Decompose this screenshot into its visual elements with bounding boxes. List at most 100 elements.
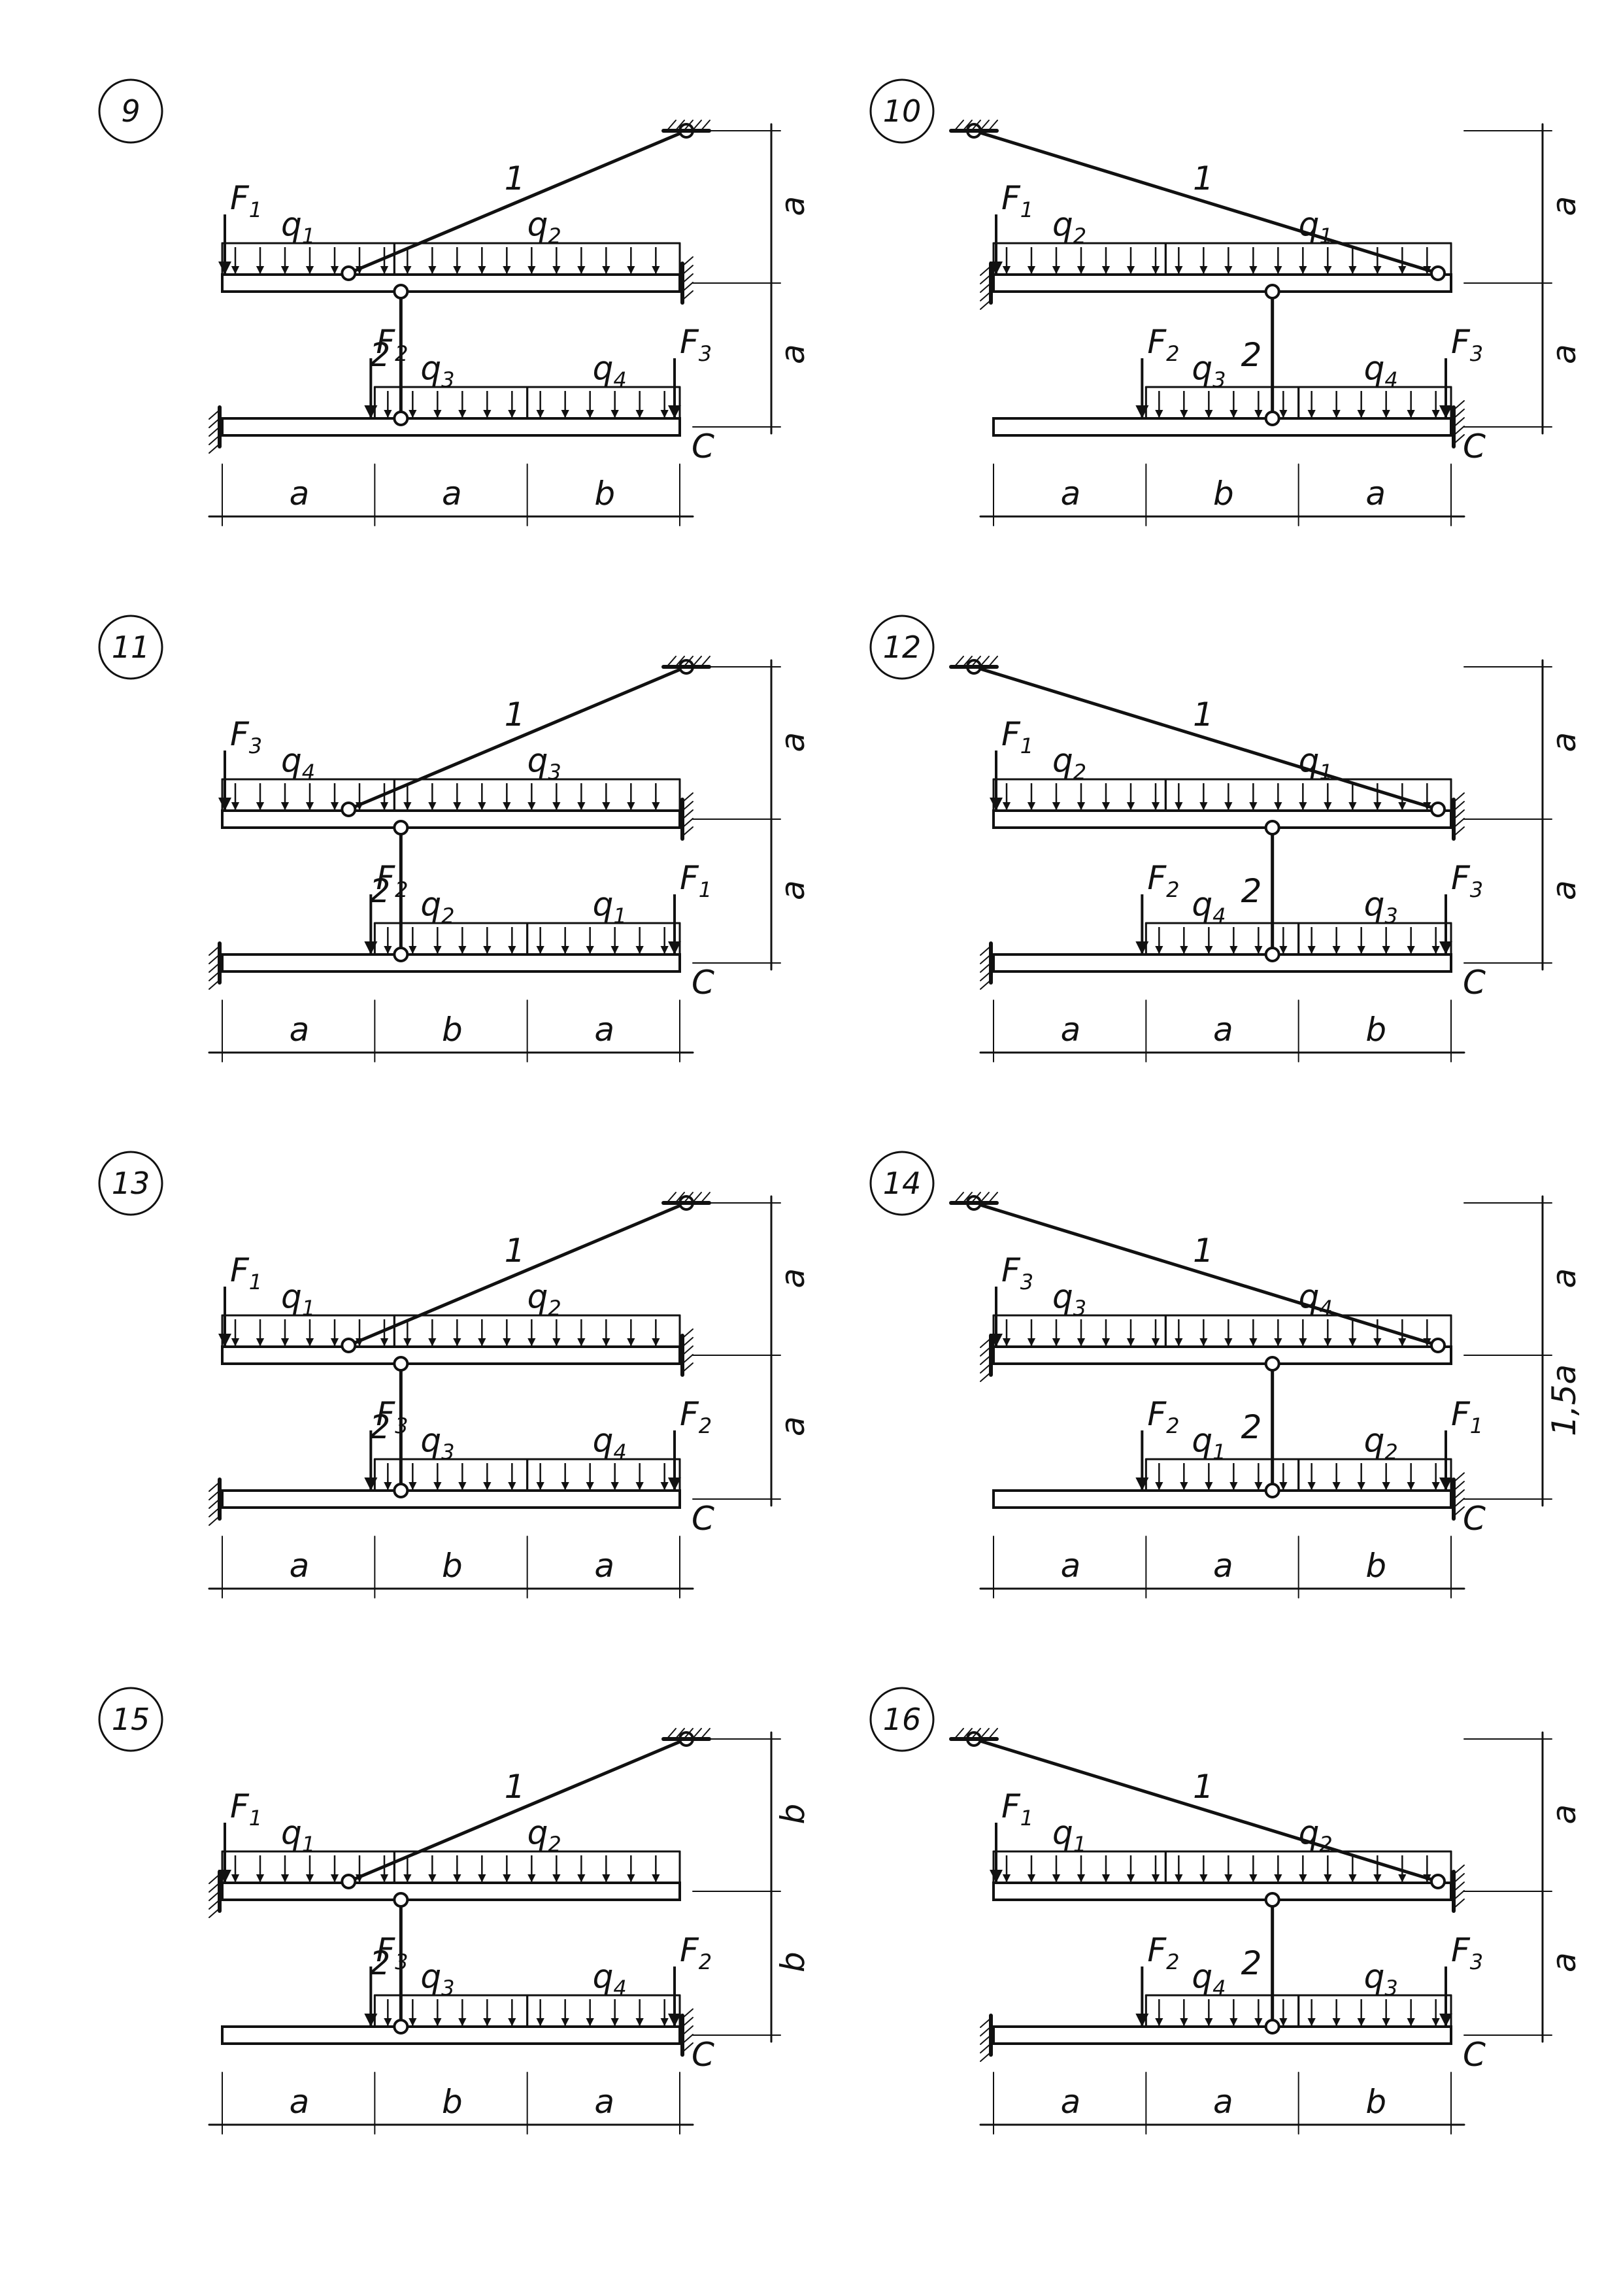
load-label-subscript: 1: [302, 1296, 315, 1321]
load-label: q2: [1052, 741, 1086, 785]
vertical-dimensions: aa: [692, 123, 812, 435]
support-hatch: [682, 1362, 694, 1373]
beam: [992, 809, 1452, 829]
ground-hatch: [971, 1192, 981, 1204]
fixed-support: [680, 792, 694, 841]
beam: [221, 953, 681, 973]
force-label-letter: F: [680, 1931, 699, 1969]
ground-hatch: [971, 656, 981, 667]
support-hatch: [209, 945, 220, 956]
load-label-letter: q: [1052, 1814, 1073, 1851]
force-label-subscript: 3: [395, 1950, 408, 1974]
load-label-letter: q: [593, 885, 614, 923]
ground-support: [949, 1192, 999, 1205]
load-label-letter: q: [420, 1957, 441, 1995]
fixed-support: [680, 256, 694, 305]
load-label: q4: [593, 349, 627, 392]
load-label: q3: [1364, 1957, 1398, 2001]
vertical-dimensions: a1,5a: [1463, 1195, 1583, 1507]
load-label: q2: [527, 205, 561, 248]
force-label: F2: [376, 323, 408, 366]
support-hatch: [980, 1346, 992, 1357]
dimension-label-h: a: [1061, 2083, 1081, 2121]
rod-1: [346, 129, 688, 275]
ground-hatch: [962, 120, 973, 131]
load-label-letter: q: [1364, 885, 1385, 923]
support-hatch: [209, 954, 220, 964]
force-label-letter: F: [1147, 1931, 1167, 1969]
support-hatch: [682, 1354, 694, 1364]
load-label-letter: q: [593, 1421, 614, 1459]
support-hatch: [682, 256, 694, 267]
load-label-subscript: 4: [1319, 1296, 1332, 1321]
support-hatch: [1453, 1506, 1465, 1517]
load-label-subscript: 4: [1212, 1976, 1226, 2001]
support-hatch: [682, 826, 694, 837]
support-hatch: [980, 962, 992, 973]
support-hatch: [1453, 1489, 1465, 1500]
ground-hatch: [692, 1728, 702, 1740]
ground-hatch: [666, 1728, 677, 1740]
fixed-support: [980, 2014, 993, 2062]
pin-joint: [341, 1874, 357, 1889]
force-label-letter: F: [376, 859, 395, 897]
problem-number-circle: [869, 1687, 935, 1752]
dimension-label-h: a: [1213, 1547, 1233, 1585]
fixed-support: [980, 1334, 993, 1382]
force-label: F1: [1001, 1787, 1033, 1831]
distributed-load: [1164, 1314, 1452, 1348]
force-label-subscript: 3: [395, 1413, 408, 1438]
load-label: q3: [420, 1957, 454, 2001]
load-label-subscript: 3: [1384, 1976, 1397, 2001]
load-label-subscript: 2: [1073, 760, 1086, 785]
pin-joint: [1430, 1338, 1446, 1353]
force-label-letter: F: [1451, 1395, 1471, 1433]
rod-label: 2: [1241, 872, 1262, 910]
force-label-subscript: 1: [1020, 197, 1033, 222]
force-label-letter: F: [1451, 859, 1471, 897]
force-label: F2: [680, 1931, 712, 1974]
ground-hatch: [962, 1728, 973, 1740]
force-label: F2: [1147, 1931, 1179, 1974]
distributed-load: [1297, 386, 1452, 420]
pin-joint: [393, 1356, 409, 1372]
force-label-subscript: 2: [395, 341, 408, 366]
force-label-subscript: 2: [1166, 1950, 1179, 1974]
force-label-subscript: 2: [1166, 1413, 1179, 1438]
pin-joint: [1264, 947, 1280, 962]
support-hatch: [1453, 818, 1465, 828]
distributed-load: [526, 922, 681, 956]
load-label: q2: [420, 885, 454, 928]
problem-number: 12: [883, 630, 922, 665]
support-hatch: [209, 1908, 220, 1918]
dimension-label-v: 1,5a: [1545, 1364, 1583, 1436]
rod-1: [972, 1737, 1440, 1883]
ground-hatch: [675, 656, 685, 667]
rod-label: 2: [1241, 1944, 1262, 1982]
load-label-subscript: 3: [1073, 1296, 1086, 1321]
force-label: F3: [1451, 1931, 1483, 1974]
load-label: q2: [1364, 1421, 1398, 1464]
load-label-subscript: 4: [613, 1440, 626, 1464]
load-label: q3: [1052, 1277, 1086, 1321]
support-hatch: [209, 971, 220, 981]
fixed-support: [680, 2008, 694, 2057]
support-hatch: [682, 1328, 694, 1339]
support-hatch: [209, 1498, 220, 1509]
load-label: q4: [1192, 885, 1226, 928]
problem-number-circle: [98, 78, 163, 144]
dimension-label-h: a: [442, 475, 462, 513]
fixed-support: [1452, 1865, 1465, 1913]
force-label: F2: [1147, 323, 1179, 366]
support-hatch: [980, 2043, 992, 2053]
force-label-subscript: 1: [1020, 1806, 1033, 1831]
dimension-label-v: a: [774, 732, 812, 752]
dimension-label-h: a: [594, 1011, 614, 1049]
force-label-letter: F: [230, 1787, 250, 1825]
support-hatch: [980, 274, 992, 284]
